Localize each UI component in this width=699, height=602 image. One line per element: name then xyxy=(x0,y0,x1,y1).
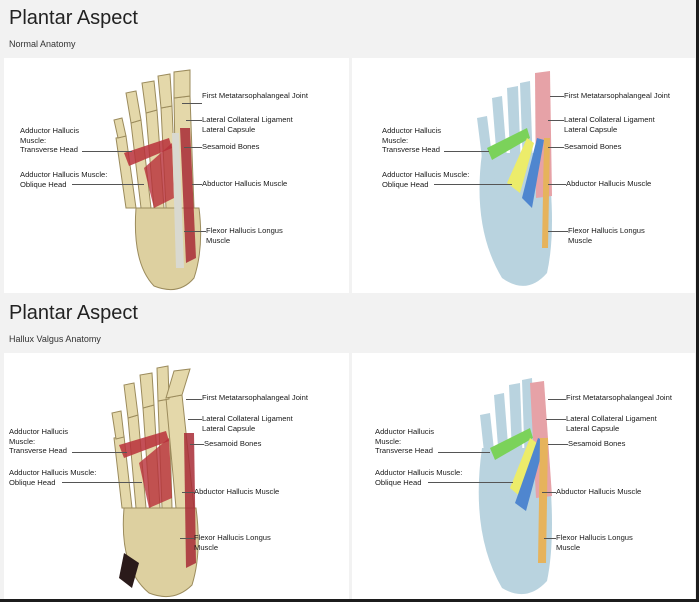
realistic-foot-illustration xyxy=(113,69,202,291)
section-subtitle: Normal Anatomy xyxy=(9,39,76,49)
leader-line xyxy=(548,184,566,185)
leader-line xyxy=(184,147,202,148)
frame-border xyxy=(696,0,699,602)
leader-line xyxy=(548,444,568,445)
label-flexor-hallucis-longus: Flexor Hallucis Longus Muscle xyxy=(194,533,271,552)
leader-line xyxy=(62,482,142,483)
label-lateral-capsule: Lateral Capsule xyxy=(202,424,256,433)
label-sesamoid-bones: Sesamoid Bones xyxy=(204,439,262,448)
realistic-foot-illustration xyxy=(111,365,199,598)
realistic-foot-panel: First Metatarsophalangeal Joint Lateral … xyxy=(4,353,349,600)
schematic-foot-illustration xyxy=(478,378,552,595)
leader-line xyxy=(434,184,512,185)
label-flexor-hallucis-longus: Flexor Hallucis Longus Muscle xyxy=(556,533,633,552)
section-title: Plantar Aspect xyxy=(9,7,138,29)
label-first-mtp-joint: First Metatarsophalangeal Joint xyxy=(202,393,308,402)
label-lateral-capsule: Lateral Capsule xyxy=(202,125,256,134)
label-lateral-capsule: Lateral Capsule xyxy=(566,424,620,433)
label-lateral-collateral-ligament: Lateral Collateral Ligament xyxy=(566,414,657,423)
leader-line xyxy=(428,482,513,483)
leader-line xyxy=(438,452,490,453)
schematic-foot-panel: First Metatarsophalangeal Joint Lateral … xyxy=(352,353,695,600)
frame-border xyxy=(0,599,699,602)
label-abductor-hallucis: Abductor Hallucis Muscle xyxy=(202,179,288,188)
leader-line xyxy=(542,492,556,493)
leader-line xyxy=(72,184,144,185)
leader-line xyxy=(548,231,568,232)
realistic-foot-panel: First Metatarsophalangeal Joint Lateral … xyxy=(4,58,349,293)
label-abductor-hallucis: Abductor Hallucis Muscle xyxy=(556,487,642,496)
leader-line xyxy=(192,184,202,185)
schematic-foot-panel: First Metatarsophalangeal Joint Lateral … xyxy=(352,58,695,293)
label-adductor-transverse: Adductor Hallucis Muscle: Transverse Hea… xyxy=(20,126,80,154)
section-subtitle: Hallux Valgus Anatomy xyxy=(9,334,101,344)
leader-line xyxy=(186,399,202,400)
label-first-mtp-joint: First Metatarsophalangeal Joint xyxy=(566,393,672,402)
label-first-mtp-joint: First Metatarsophalangeal Joint xyxy=(564,91,670,100)
label-flexor-hallucis-longus: Flexor Hallucis Longus Muscle xyxy=(206,226,283,245)
label-sesamoid-bones: Sesamoid Bones xyxy=(568,439,626,448)
label-adductor-oblique: Adductor Hallucis Muscle: Oblique Head xyxy=(9,468,97,487)
leader-line xyxy=(186,120,202,121)
label-adductor-oblique: Adductor Hallucis Muscle: Oblique Head xyxy=(375,468,463,487)
label-sesamoid-bones: Sesamoid Bones xyxy=(564,142,622,151)
leader-line xyxy=(184,231,206,232)
section-title: Plantar Aspect xyxy=(9,302,138,324)
section-hallux-valgus-anatomy: Plantar Aspect Hallux Valgus Anatomy Fir… xyxy=(0,295,699,602)
label-adductor-transverse: Adductor Hallucis Muscle: Transverse Hea… xyxy=(375,427,435,455)
label-lateral-collateral-ligament: Lateral Collateral Ligament xyxy=(202,115,293,124)
label-adductor-oblique: Adductor Hallucis Muscle: Oblique Head xyxy=(20,170,108,189)
label-sesamoid-bones: Sesamoid Bones xyxy=(202,142,260,151)
leader-line xyxy=(548,147,564,148)
label-adductor-transverse: Adductor Hallucis Muscle: Transverse Hea… xyxy=(9,427,69,455)
label-adductor-transverse: Adductor Hallucis Muscle: Transverse Hea… xyxy=(382,126,442,154)
leader-line xyxy=(444,151,489,152)
leader-line xyxy=(190,444,204,445)
leader-line xyxy=(180,538,194,539)
label-lateral-capsule: Lateral Capsule xyxy=(564,125,618,134)
label-lateral-collateral-ligament: Lateral Collateral Ligament xyxy=(202,414,293,423)
leader-line xyxy=(548,399,566,400)
leader-line xyxy=(546,419,566,420)
leader-line xyxy=(82,151,132,152)
label-abductor-hallucis: Abductor Hallucis Muscle xyxy=(566,179,652,188)
label-adductor-oblique: Adductor Hallucis Muscle: Oblique Head xyxy=(382,170,470,189)
label-lateral-collateral-ligament: Lateral Collateral Ligament xyxy=(564,115,655,124)
leader-line xyxy=(188,419,202,420)
schematic-foot-illustration xyxy=(477,71,552,286)
section-normal-anatomy: Plantar Aspect Normal Anatomy First Meta… xyxy=(0,0,699,295)
leader-line xyxy=(550,96,564,97)
leader-line xyxy=(182,103,202,104)
leader-line xyxy=(548,120,564,121)
label-first-mtp-joint: First Metatarsophalangeal Joint xyxy=(202,91,308,100)
leader-line xyxy=(182,492,194,493)
leader-line xyxy=(544,538,556,539)
label-abductor-hallucis: Abductor Hallucis Muscle xyxy=(194,487,280,496)
label-flexor-hallucis-longus: Flexor Hallucis Longus Muscle xyxy=(568,226,645,245)
leader-line xyxy=(72,452,127,453)
